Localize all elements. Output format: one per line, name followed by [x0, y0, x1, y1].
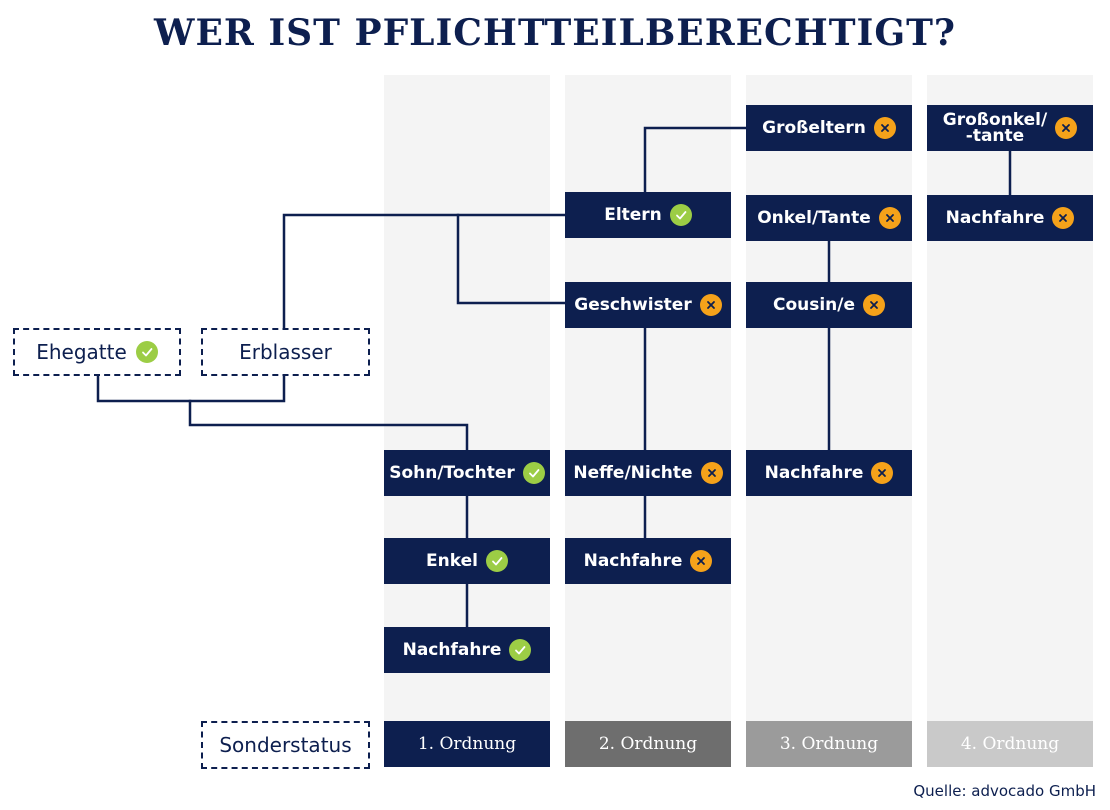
cross-icon — [871, 462, 894, 484]
page-title: WER IST PFLICHTTEILBERECHTIGT? — [154, 12, 956, 54]
erblasser-box: Erblasser — [201, 328, 370, 376]
cross-icon — [699, 294, 722, 316]
source-credit: Quelle: advocado GmbH — [913, 782, 1096, 800]
ehegatte-box: Ehegatte — [13, 328, 181, 376]
node-label: Nachfahre — [402, 640, 502, 660]
cross-icon — [863, 294, 886, 316]
line-eltern-to-geschwister — [456, 213, 567, 305]
node-label: Großonkel/ -tante — [942, 110, 1048, 146]
ordnung-4-label: 4. Ordnung — [960, 734, 1060, 754]
ordnung-2-label: 2. Ordnung — [598, 734, 698, 754]
line-couple-to-children — [188, 399, 469, 452]
cross-icon — [690, 550, 713, 572]
node-label: Neffe/Nichte — [573, 463, 693, 483]
node-label: Geschwister — [574, 295, 692, 315]
cross-icon — [878, 207, 901, 229]
line-erblasser-to-eltern — [282, 213, 567, 332]
check-icon — [485, 550, 508, 572]
node-neffe-nichte: Neffe/Nichte — [565, 450, 731, 496]
node-nachfahre-3: Nachfahre — [746, 450, 912, 496]
node-label: Nachfahre — [945, 208, 1045, 228]
node-label: Eltern — [604, 205, 662, 225]
ordnung-1-bar: 1. Ordnung — [384, 721, 550, 767]
node-nachfahre-1: Nachfahre — [384, 627, 550, 673]
node-geschwister: Geschwister — [565, 282, 731, 328]
check-icon — [522, 462, 545, 484]
ordnung-2-bar: 2. Ordnung — [565, 721, 731, 767]
line-ehegatte-to-erblasser — [96, 374, 286, 403]
column-2-background — [565, 75, 731, 765]
cross-icon — [873, 117, 896, 139]
node-cousin: Cousin/e — [746, 282, 912, 328]
node-label-line-1: Großonkel/ — [942, 110, 1048, 130]
node-label: Sohn/Tochter — [389, 463, 515, 483]
ehegatte-label: Ehegatte — [36, 340, 127, 364]
check-icon — [135, 341, 158, 363]
erblasser-label: Erblasser — [239, 340, 332, 364]
node-label: Nachfahre — [764, 463, 864, 483]
cross-icon — [1055, 117, 1078, 139]
cross-icon — [700, 462, 723, 484]
check-icon — [669, 204, 692, 226]
node-label: Großeltern — [762, 118, 866, 138]
node-label: Onkel/Tante — [757, 208, 871, 228]
node-label: Cousin/e — [772, 295, 856, 315]
ordnung-3-bar: 3. Ordnung — [746, 721, 912, 767]
node-enkel: Enkel — [384, 538, 550, 584]
sonderstatus-label: Sonderstatus — [219, 733, 352, 757]
check-icon — [509, 639, 532, 661]
ordnung-4-bar: 4. Ordnung — [927, 721, 1093, 767]
node-label: Enkel — [426, 551, 478, 571]
node-grossonkel-tante: Großonkel/ -tante — [927, 105, 1093, 151]
line-eltern-to-grosseltern — [643, 126, 748, 194]
node-grosseltern: Großeltern — [746, 105, 912, 151]
node-sohn-tochter: Sohn/Tochter — [384, 450, 550, 496]
node-label-line-2: -tante — [965, 126, 1025, 146]
node-label: Nachfahre — [583, 551, 683, 571]
sonderstatus-box: Sonderstatus — [201, 721, 370, 769]
ordnung-1-label: 1. Ordnung — [417, 734, 517, 754]
node-eltern: Eltern — [565, 192, 731, 238]
node-nachfahre-4: Nachfahre — [927, 195, 1093, 241]
cross-icon — [1052, 207, 1075, 229]
node-onkel-tante: Onkel/Tante — [746, 195, 912, 241]
node-nachfahre-2: Nachfahre — [565, 538, 731, 584]
ordnung-3-label: 3. Ordnung — [779, 734, 879, 754]
